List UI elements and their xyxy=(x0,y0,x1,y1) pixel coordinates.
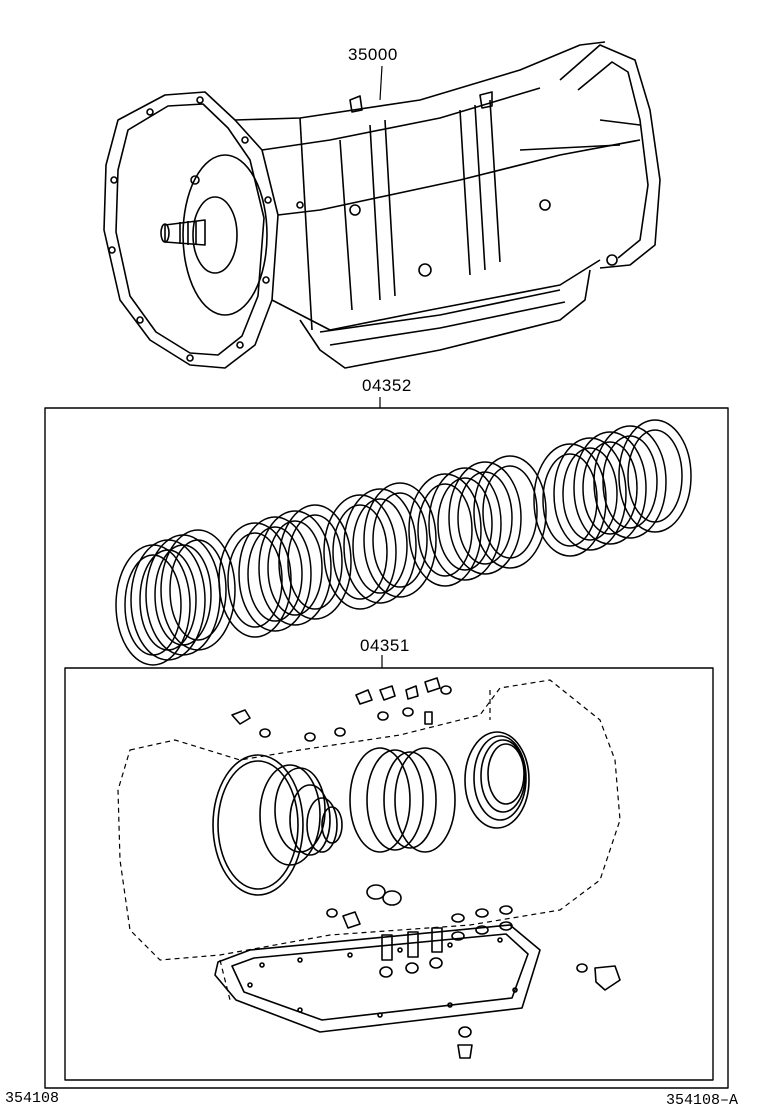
part-number-35000[interactable]: 35000 xyxy=(348,45,398,64)
part-number-04352[interactable]: 04352 xyxy=(362,376,412,395)
diagram-code-left: 354108 xyxy=(5,1090,60,1107)
kit-04352-box xyxy=(44,397,729,1089)
transmission-assembly-drawing[interactable] xyxy=(103,41,661,369)
transmission-phantom-outline xyxy=(117,679,621,1001)
part-number-04351[interactable]: 04351 xyxy=(360,636,410,655)
kit-04351-box xyxy=(64,655,714,1081)
gasket-seal-parts[interactable] xyxy=(212,677,621,1059)
diagram-code-right: 354108–A xyxy=(666,1092,739,1109)
clutch-disc-set[interactable] xyxy=(115,419,692,666)
